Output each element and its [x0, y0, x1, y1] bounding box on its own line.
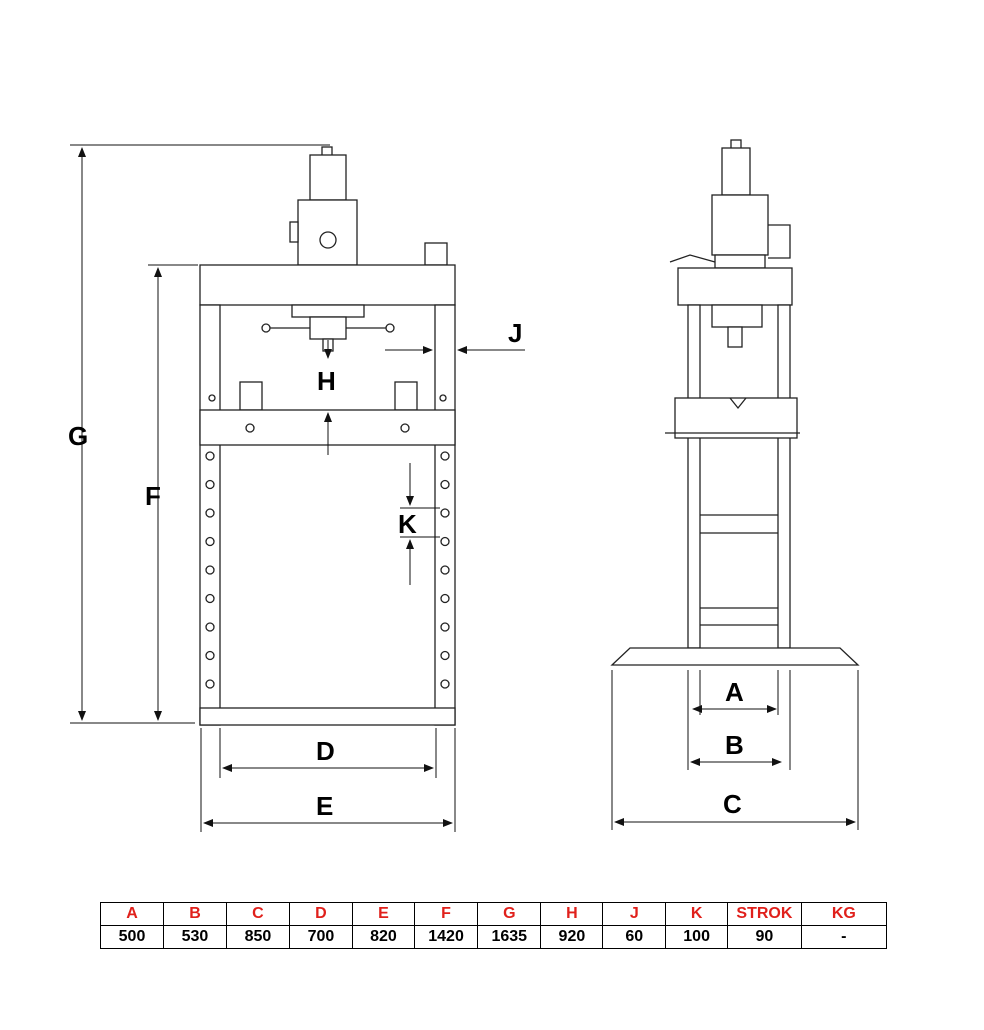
post-hole	[205, 650, 215, 661]
table-value-cell: 920	[540, 925, 604, 949]
label-f: F	[145, 481, 161, 511]
table-header-cell: C	[225, 902, 290, 926]
table-header-cell: J	[602, 902, 667, 926]
post-hole	[205, 536, 215, 547]
table-value-cell: 850	[225, 925, 290, 949]
label-j: J	[508, 318, 522, 348]
post-hole	[440, 593, 450, 604]
post-hole	[440, 479, 450, 490]
label-h: H	[317, 366, 336, 396]
front-dimensions: G F H J K D E	[68, 144, 525, 832]
label-a: A	[725, 677, 744, 707]
table-value-cell: 500	[100, 925, 164, 949]
table-value-cell: 90	[727, 925, 802, 949]
post-hole	[205, 451, 215, 461]
post-hole	[440, 622, 450, 632]
label-d: D	[316, 736, 335, 766]
post-hole	[205, 679, 215, 689]
post-hole	[205, 622, 215, 632]
side-view	[610, 139, 860, 666]
table-header-cell: D	[288, 902, 353, 926]
post-hole	[205, 508, 215, 518]
table-value-cell: -	[800, 925, 888, 949]
table-header-cell: G	[477, 902, 542, 926]
post-hole	[440, 536, 450, 547]
table-header-cell: B	[162, 902, 227, 926]
post-hole	[440, 565, 450, 575]
side-dimensions: A B C	[611, 670, 859, 830]
post-hole	[440, 679, 450, 689]
label-c: C	[723, 789, 742, 819]
post-hole	[205, 479, 215, 490]
table-value-cell: 100	[665, 925, 729, 949]
table-header-cell: STROK	[727, 902, 802, 926]
front-view	[199, 146, 456, 726]
post-hole	[440, 451, 450, 461]
label-e: E	[316, 791, 333, 821]
table-header-cell: E	[351, 902, 415, 926]
table-value-cell: 820	[351, 925, 415, 949]
label-k: K	[398, 509, 417, 539]
label-b: B	[725, 730, 744, 760]
post-hole	[440, 650, 450, 661]
table-value-cell: 530	[162, 925, 227, 949]
post-hole	[440, 508, 450, 518]
table-value-cell: 700	[288, 925, 353, 949]
table-header-cell: A	[100, 902, 164, 926]
table-value-cell: 60	[602, 925, 667, 949]
table-header-cell: H	[540, 902, 604, 926]
table-header-cell: F	[413, 902, 479, 926]
label-g: G	[68, 421, 88, 451]
table-value-cell: 1420	[413, 925, 479, 949]
table-header-cell: K	[665, 902, 729, 926]
post-hole	[205, 593, 215, 604]
table-value-cell: 1635	[477, 925, 542, 949]
post-hole	[205, 565, 215, 575]
table-header-cell: KG	[800, 902, 888, 926]
